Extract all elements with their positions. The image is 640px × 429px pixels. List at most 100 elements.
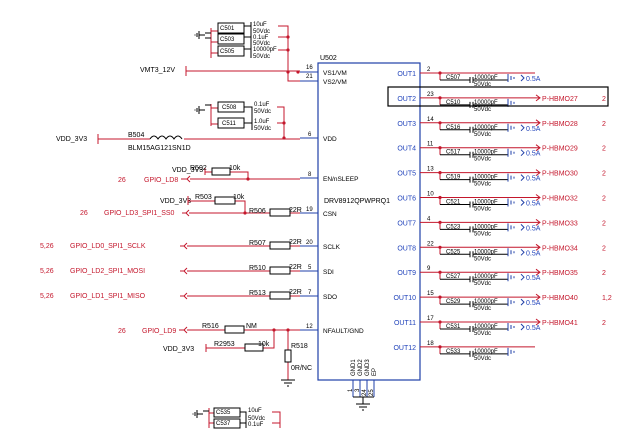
cap-volt-out11: 50Vdc [474,331,491,337]
cap-c511-volt: 50Vdc [254,126,271,132]
pin-name-en: EN/nSLEEP [323,176,358,183]
current-arrow-icon-out1 [520,74,525,82]
pin-name-ep: EP [372,368,378,376]
cap-val-out3: 10000pF [474,125,498,131]
cap-ref-out10: C529 [446,299,461,305]
junction-out8 [438,245,442,249]
pin-num-out8: 22 [427,241,434,247]
cap-c508-ref: C508 [222,105,237,111]
out-ground-icon-out3 [507,123,515,132]
pin-num-25: 25 [369,389,375,396]
sheet-ref-sclk: 5,26 [40,243,54,250]
junction-out6 [438,195,442,200]
pin-num-12: 12 [306,324,313,330]
sheet-ref-ld9: 26 [118,328,126,335]
bottom-pins: GND1 GND2 GND3 EP 1 3 24 25 [348,359,378,396]
cap-c517 [440,150,509,158]
ic-body [317,62,421,381]
cap-volt-out5: 50Vdc [474,182,491,188]
net-gpio-ld9: GPIO_LD9 [142,328,176,335]
ferrite-bead-icon [149,135,183,140]
cap-val-out1: 10000pF [474,75,498,81]
resistor-r516 [224,325,245,334]
r518-val: 0R/NC [291,365,312,372]
ground-icon-bottom [192,410,209,418]
pin-num-20: 20 [306,240,313,246]
cap-c508-val: 0.1uF [254,102,270,108]
cap-val-out8: 10000pF [474,249,498,255]
pin-num-3: 3 [355,388,361,392]
sheet-ref-mosi: 5,26 [40,268,54,275]
pin-num-24: 24 [362,389,368,396]
net-p-hbmo34: P-HBMO34 [542,245,578,252]
r518-ground-icon [281,379,295,387]
pin-name-out6: OUT6 [397,196,416,203]
junction-out3 [438,121,442,125]
cap-c531 [440,325,509,332]
current-rating-out3: 0.5A [526,126,541,133]
sheet-ref-out3: 2 [602,121,606,128]
pin-name-out5: OUT5 [397,171,416,178]
net-gpio-ld2-spi1-mosi: GPIO_LD2_SPI1_MOSI [70,268,145,275]
current-arrow-icon-out3 [520,124,525,132]
cap-val-out7: 10000pF [474,224,498,230]
cap-c508-volt: 50Vdc [254,109,271,115]
cap-c511-val: 1.0uF [254,119,270,125]
pin-name-out4: OUT4 [397,146,416,153]
cap-c501-volt: 50Vdc [253,29,270,35]
cap-c535-val: 10uF [248,408,262,414]
cap-volt-out12: 50Vdc [474,356,491,362]
cap-ref-out9: C527 [446,274,461,280]
pin-name-gnd3: GND3 [365,359,371,376]
sheet-ref-out9: 2 [602,270,606,277]
pin-name-out12: OUT12 [393,345,416,352]
sheet-ref-ss0: 26 [80,210,88,217]
r510-val: 22R [289,264,302,271]
cap-val-out9: 10000pF [474,274,498,280]
sheet-ref-out11: 2 [602,320,606,327]
cap-volt-out8: 50Vdc [474,256,491,262]
net-flag-icon-out11 [535,318,541,326]
pin-num-21: 21 [306,74,313,80]
resistor-r507 [269,241,291,250]
current-rating-out9: 0.5A [526,275,541,282]
current-arrow-icon-out8 [520,248,525,256]
sheet-ref-miso: 5,26 [40,293,54,300]
cap-c503-volt: 50Vdc [253,41,270,47]
net-p-hbmo41: P-HBMO41 [542,320,578,327]
out-ground-icon-out10 [507,298,515,307]
junction-out12 [438,345,442,349]
out-ground-icon-out5 [507,173,515,182]
r518-ref: R518 [291,343,308,350]
sheet-ref-out7: 2 [602,220,606,227]
sheet-ref-out6: 2 [602,196,606,203]
r2953-val: 10k [258,341,270,348]
pin-num-19: 19 [306,207,313,213]
junction-out7 [438,220,442,224]
net-flag-icon-out6 [535,194,541,201]
left-pin-stubs [300,71,318,331]
net-p-hbmo30: P-HBMO30 [542,171,578,178]
net-vdd-3v3-pullup-2: VDD_3V3 [160,198,191,205]
sheet-ref-out10: 1,2 [602,295,612,302]
pin-name-out11: OUT11 [394,320,416,327]
net-flag-icon-out9 [535,268,541,276]
current-rating-out8: 0.5A [526,250,541,257]
r507-ref: R507 [249,240,266,247]
pin-name-nfault: NFAULT/GND [323,328,364,335]
bottom-cap-bank: C535 C537 10uF 50Vdc 0.1uF [192,407,281,429]
cap-c521 [440,200,509,208]
pin-num-out7: 4 [427,216,431,222]
resistor-r503 [214,196,236,205]
out-ground-icon-out4 [507,148,515,157]
current-arrow-icon-out5 [520,174,525,181]
r502-val: 10k [229,165,241,172]
r513-val: 22R [289,289,302,296]
cap-ref-out12: C533 [446,349,461,355]
resistor-r513 [269,291,291,300]
cap-c503-val: 0.1uF [253,35,269,41]
cap-c535-volt: 50Vdc [248,416,265,422]
net-flag-icon-out8 [535,243,541,251]
pin-num-out6: 10 [427,192,434,198]
cap-c519 [440,175,509,183]
